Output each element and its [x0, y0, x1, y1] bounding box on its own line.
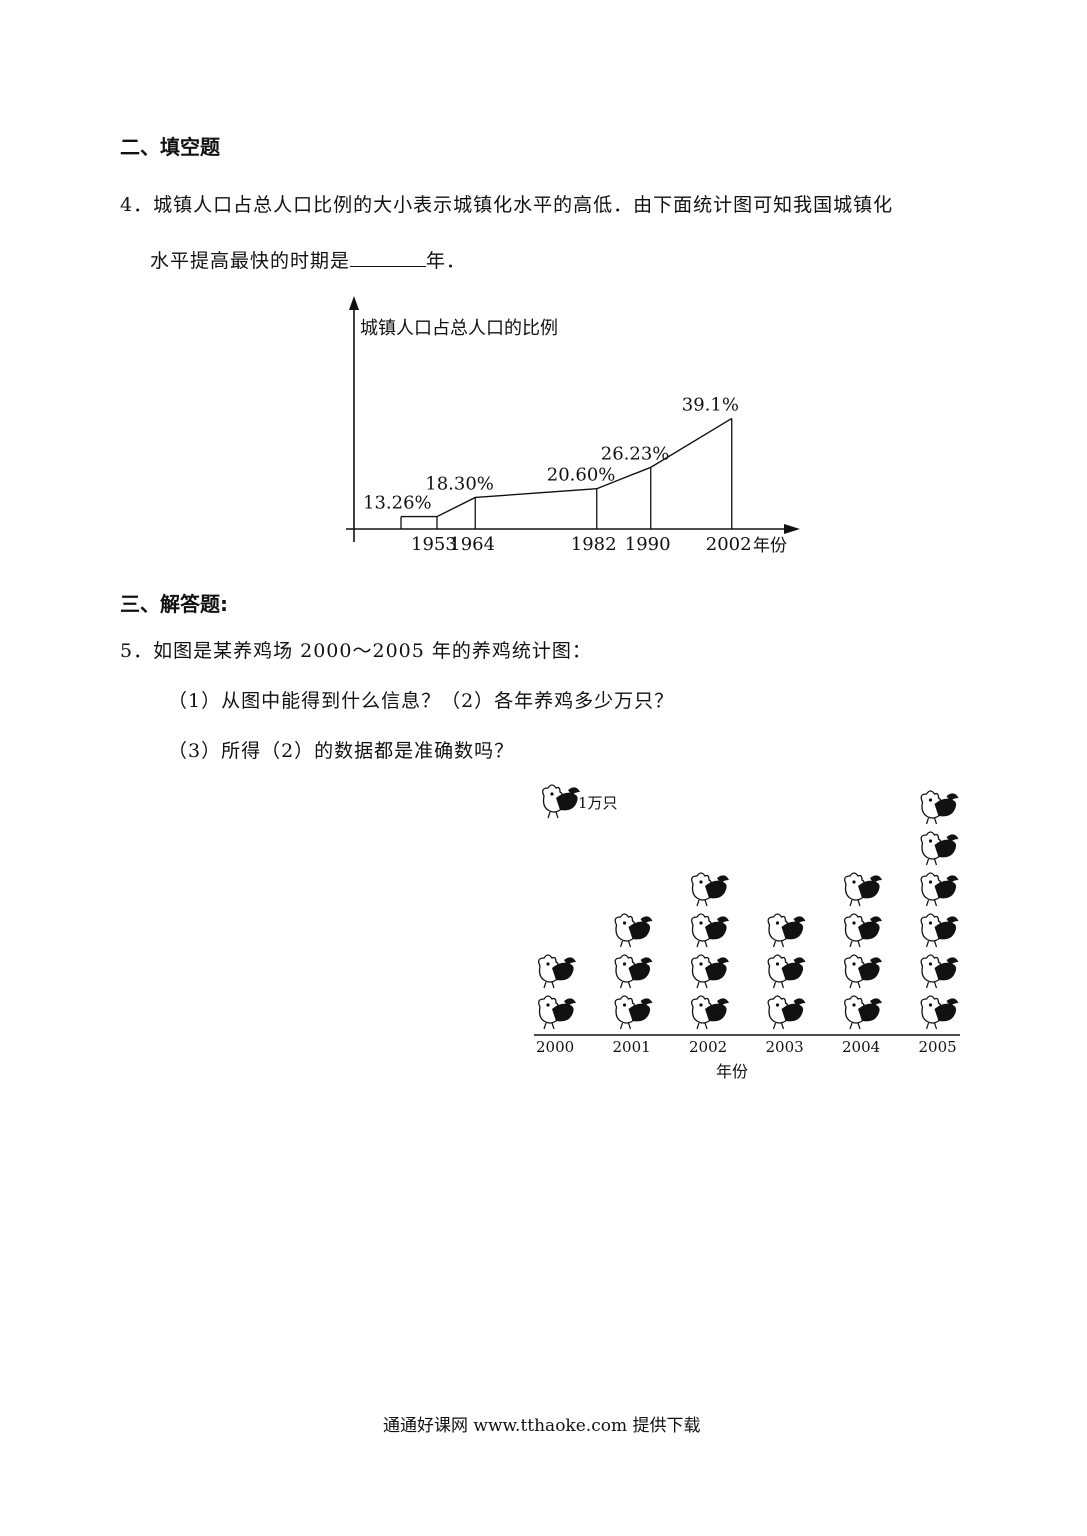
x-tick-label: 2005 — [919, 1038, 957, 1056]
pictograph-column — [691, 872, 730, 1030]
rooster-icon — [767, 913, 807, 948]
section-title-fill-in: 二、填空题 — [120, 135, 220, 159]
question-4-text-before-blank: 水平提高最快的时期是 — [150, 250, 351, 272]
chicken-pictograph-chart: 1万只 年份 2000 2001 2002 2003 2004 2005 — [534, 784, 960, 1081]
rooster-icon — [767, 995, 807, 1030]
pictograph-column — [844, 872, 883, 1030]
x-tick-label: 1982 — [571, 534, 617, 555]
answer-blank[interactable] — [350, 248, 427, 267]
section-title-answer: 三、解答题: — [120, 592, 228, 616]
question-4-line-1: 4．城镇人口占总人口比例的大小表示城镇化水平的高低．由下面统计图可知我国城镇化 — [120, 190, 893, 217]
rooster-icon — [538, 954, 577, 989]
pictograph-column — [614, 913, 654, 1030]
series-line — [401, 417, 733, 518]
question-4-number: 4． — [120, 194, 154, 216]
data-label: 26.23% — [601, 443, 670, 464]
legend: 1万只 — [542, 784, 618, 819]
rooster-icon — [920, 872, 960, 907]
question-5-sub-1: （1）从图中能得到什么信息？（2）各年养鸡多少万只？ — [168, 690, 675, 712]
y-axis-label: 城镇人口占总人口的比例 — [360, 318, 558, 339]
x-axis-arrow — [784, 524, 800, 534]
rooster-icon — [614, 995, 654, 1030]
rooster-icon — [920, 995, 960, 1030]
rooster-icon — [844, 995, 883, 1030]
x-tick-label: 1964 — [449, 534, 495, 555]
rooster-icon — [614, 954, 654, 989]
rooster-icon — [920, 790, 960, 825]
x-tick-label: 2002 — [689, 1038, 727, 1056]
y-axis-arrow — [349, 296, 359, 310]
x-tick-label: 1953 — [411, 534, 457, 555]
x-tick-label: 2000 — [536, 1038, 574, 1056]
pictograph-column — [767, 913, 807, 1030]
data-label: 13.26% — [363, 493, 432, 514]
rooster-icon — [691, 872, 730, 907]
question-4-text-after-blank: 年． — [426, 250, 467, 272]
question-5-sub-2: （3）所得（2）的数据都是准确数吗？ — [168, 740, 515, 762]
rooster-icon — [844, 872, 883, 907]
rooster-icon — [691, 954, 730, 989]
x-tick-label: 2003 — [766, 1038, 804, 1056]
data-label: 20.60% — [547, 465, 616, 486]
rooster-icon — [844, 954, 883, 989]
rooster-icon — [844, 913, 883, 948]
question-4-line-2: 水平提高最快的时期是 年． — [150, 246, 466, 273]
question-4-text: 城镇人口占总人口比例的大小表示城镇化水平的高低．由下面统计图可知我国城镇化 — [153, 194, 894, 216]
rooster-icon — [691, 913, 730, 948]
x-tick-label: 2002 — [706, 534, 752, 555]
data-label: 39.1% — [682, 394, 739, 415]
rooster-icon — [920, 913, 960, 948]
question-5-stem: 如图是某养鸡场 2000～2005 年的养鸡统计图： — [153, 640, 592, 662]
rooster-icon — [538, 995, 577, 1030]
rooster-icon — [767, 954, 807, 989]
pictograph-column — [920, 790, 960, 1030]
rooster-icon — [691, 995, 730, 1030]
x-axis-label: 年份 — [716, 1062, 748, 1081]
rooster-icon — [920, 954, 960, 989]
legend-label: 1万只 — [578, 794, 618, 812]
question-5-number: 5． — [120, 640, 154, 662]
page-footer: 通通好课网 www.tthaoke.com 提供下载 — [383, 1416, 701, 1436]
rooster-icon — [920, 831, 960, 866]
rooster-icon — [542, 784, 581, 819]
question-5-stem-line: 5．如图是某养鸡场 2000～2005 年的养鸡统计图： — [120, 636, 592, 663]
rooster-icon — [614, 913, 654, 948]
x-tick-label: 1990 — [625, 534, 671, 555]
x-tick-label: 2001 — [613, 1038, 651, 1056]
x-tick-label: 2004 — [842, 1038, 880, 1056]
data-label: 18.30% — [425, 473, 494, 494]
pictograph-column — [538, 954, 577, 1030]
x-axis-label: 年份 — [753, 536, 787, 556]
urbanization-line-chart: 城镇人口占总人口的比例 年份 1953 13.26% 1964 18.30% 1982 2… — [346, 296, 800, 556]
